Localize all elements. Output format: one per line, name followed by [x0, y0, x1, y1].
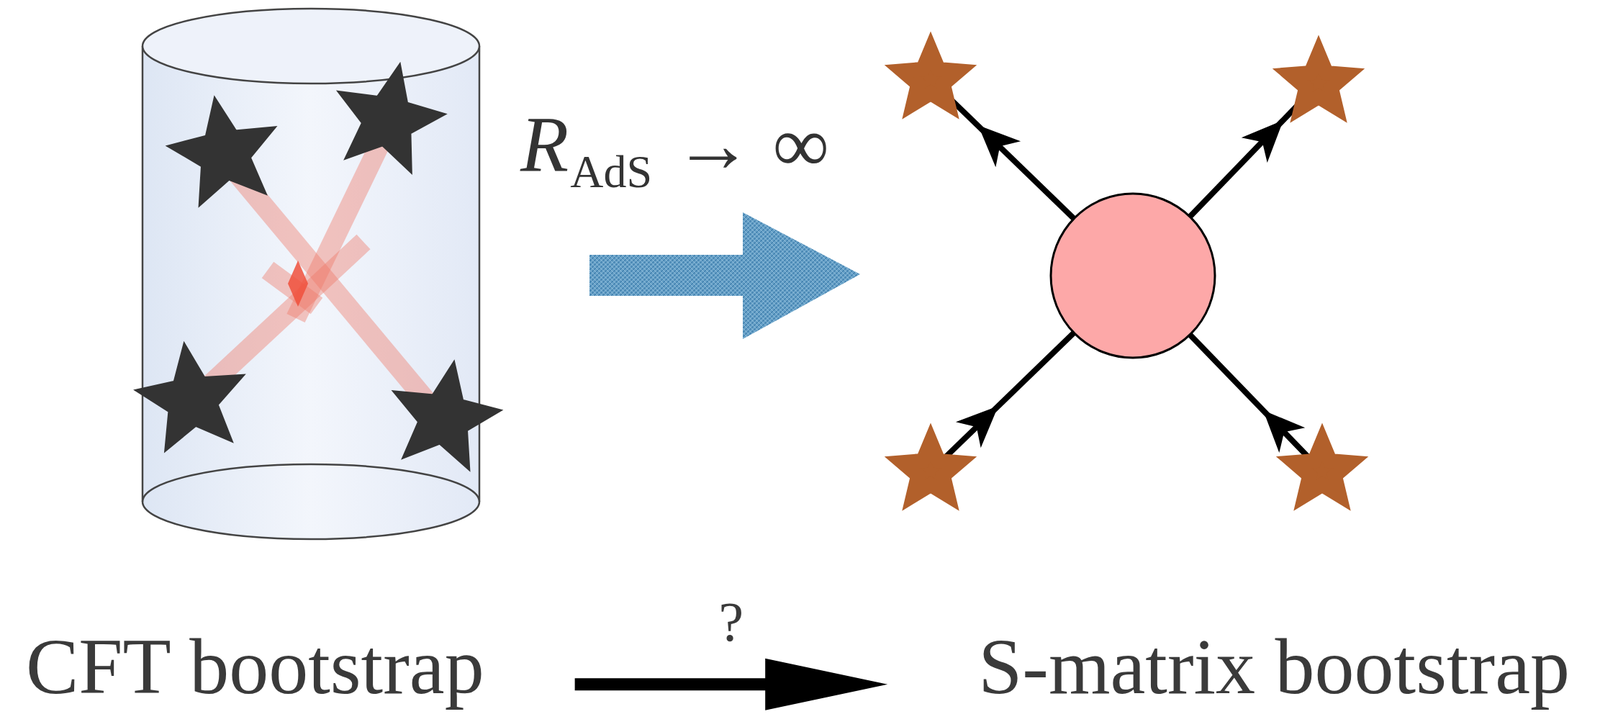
topic-node: S-matrix bootstrap — [973, 623, 1575, 711]
topic-text: CFT bootstrap — [25, 623, 485, 711]
limit-value: → ∞ — [673, 100, 830, 189]
limit-arrow — [589, 212, 861, 340]
momentum-arrowheads — [955, 107, 1305, 453]
ads-cylinder — [142, 8, 480, 540]
boundary-stars — [170, 96, 468, 438]
asymptotic-stars — [902, 50, 1351, 496]
scattering-legs — [930, 79, 1323, 472]
edge-label: ? — [719, 590, 745, 653]
radius-symbol: R — [520, 100, 569, 189]
topic-text: S-matrix bootstrap — [978, 623, 1570, 711]
limit-label: RAdS→ ∞ — [520, 105, 830, 185]
topic-node: CFT bootstrap — [21, 623, 489, 711]
implication-arrow — [575, 658, 889, 711]
interaction-point — [287, 260, 309, 307]
radius-subscript: AdS — [570, 146, 653, 198]
scattering-blob — [1050, 193, 1215, 358]
